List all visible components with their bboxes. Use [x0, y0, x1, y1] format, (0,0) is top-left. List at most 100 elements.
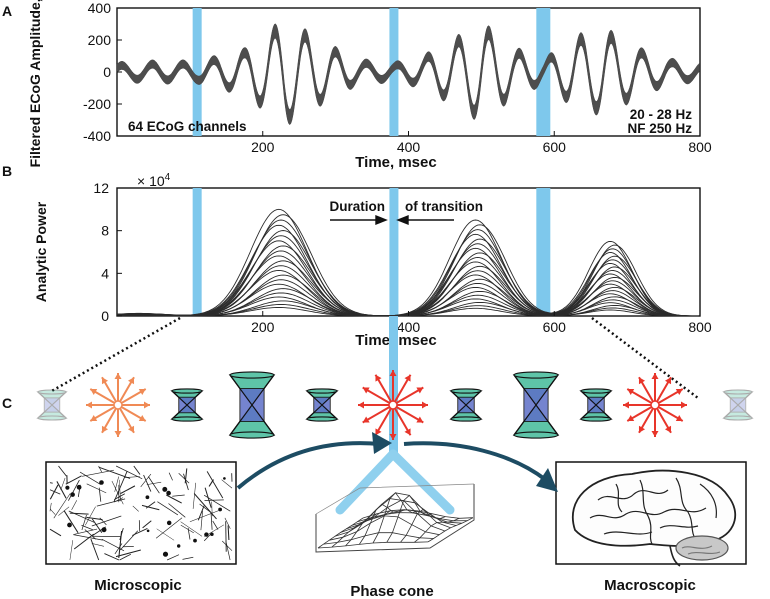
neuron-fiber	[119, 553, 131, 561]
neuron-fiber	[180, 521, 203, 537]
panel-a-waveform	[116, 23, 700, 126]
neuron-fiber	[197, 505, 205, 521]
neuron-fiber	[168, 503, 186, 518]
surface-gridline	[386, 494, 432, 543]
neuron-fiber	[183, 473, 189, 491]
panel-b-markers	[192, 188, 551, 316]
neuron-fiber	[212, 520, 219, 530]
cone-icon	[579, 388, 613, 422]
macroscopic-panel: Macroscopic	[555, 461, 747, 594]
neuron-fiber	[132, 505, 139, 512]
panel-b-ytick-label: 8	[101, 223, 109, 239]
microscopic-frame	[45, 461, 237, 565]
panel-a-ytick-label: 200	[88, 32, 112, 48]
panel-b-power-trace	[116, 255, 699, 317]
neuron-fiber	[91, 515, 122, 527]
neuron-fiber	[221, 479, 233, 489]
neuron-soma	[65, 485, 70, 490]
surface-box-back	[315, 483, 475, 515]
panel-b-power-trace	[116, 250, 699, 317]
panel-b-marker	[389, 188, 399, 316]
neuron-fiber	[120, 530, 139, 551]
neuron-fiber	[49, 484, 59, 500]
panel-a-ylabel: Filtered ECoG Amplitude, uV	[27, 0, 43, 167]
panel-a-xlabel: Time, msec	[355, 154, 436, 171]
neuron-soma	[166, 490, 171, 496]
neuron-fiber	[73, 533, 95, 550]
neuron-fiber	[143, 474, 152, 492]
neuron-fiber	[56, 481, 67, 499]
neuron-fiber	[111, 480, 124, 505]
cone-icon	[449, 388, 483, 422]
neuron-fiber	[90, 538, 100, 561]
panel-b-scale-base: × 10	[137, 173, 165, 189]
neuron-fiber	[91, 543, 104, 547]
neuron-fiber	[118, 479, 121, 502]
neuron-fiber	[73, 534, 103, 541]
neuron-soma	[162, 551, 169, 557]
phase-cone-branches	[335, 449, 455, 515]
neuron-fiber	[85, 506, 96, 526]
neuron-fiber	[178, 472, 190, 484]
neuron-fiber	[86, 516, 103, 521]
neuron-fiber	[49, 528, 62, 537]
panel-c-label: C	[2, 395, 12, 411]
neuron-fiber	[156, 528, 175, 541]
panel-b-power-trace	[116, 214, 699, 317]
panel-b-xtick-label: 800	[688, 319, 712, 335]
neuron-fiber	[49, 508, 56, 515]
neuron-fiber	[172, 494, 185, 497]
neuron-fiber	[142, 520, 152, 529]
duration-label: Duration	[330, 199, 386, 214]
phase-burst-icon	[86, 373, 150, 437]
surface-gridline	[362, 509, 474, 519]
cone-icon	[228, 371, 276, 439]
neuron-fiber	[69, 512, 89, 515]
cone-icon	[722, 389, 754, 421]
neuron-soma	[223, 477, 226, 480]
surface-gridline	[317, 541, 429, 549]
panel-b-ytick-label: 0	[101, 308, 109, 324]
cone-icon	[36, 389, 68, 421]
neuron-fiber	[157, 501, 179, 516]
neuron-fiber	[49, 489, 61, 495]
dotted-connectors	[49, 316, 699, 399]
neuron-fiber	[182, 556, 194, 560]
neuron-fiber	[189, 510, 219, 522]
neuron-fiber	[141, 504, 160, 511]
panel-b-ylabel: Analytic Power	[33, 201, 49, 302]
panel-a-ylabel-text: Filtered ECoG Amplitude, uV	[27, 0, 43, 167]
neuron-fiber	[204, 487, 212, 508]
neuron-soma	[177, 544, 181, 548]
neuron-soma	[67, 522, 72, 528]
surface-gridline	[329, 515, 440, 541]
neuron-soma	[204, 532, 209, 537]
neuron-fiber	[133, 465, 141, 475]
microscopic-label: Microscopic	[94, 577, 182, 594]
panel-a-xtick-label: 600	[543, 139, 567, 155]
neuron-soma	[210, 532, 214, 536]
surface-gridline	[323, 532, 434, 545]
panel-b-label: B	[2, 163, 12, 179]
neuron-fiber	[146, 481, 162, 485]
neuron-fiber	[68, 479, 80, 501]
neuron-fiber	[210, 512, 213, 530]
panel-b-power-traces	[116, 208, 699, 317]
panel-b-xtick-label: 400	[397, 319, 421, 335]
panel-b-ytick-label: 4	[101, 265, 109, 281]
neuron-fiber	[49, 502, 52, 512]
duration-arrows	[330, 214, 454, 226]
neuron-soma	[146, 529, 150, 533]
neuron-fiber	[98, 465, 103, 473]
neuron-fiber	[180, 524, 194, 534]
panel-b-power-trace	[116, 269, 699, 317]
neuron-fiber	[192, 482, 196, 509]
panel-a-marker	[389, 8, 399, 136]
neuron-fiber	[225, 521, 227, 552]
surface-box	[315, 484, 475, 553]
neuron-fiber	[224, 517, 231, 529]
neuron-fiber	[86, 483, 107, 494]
